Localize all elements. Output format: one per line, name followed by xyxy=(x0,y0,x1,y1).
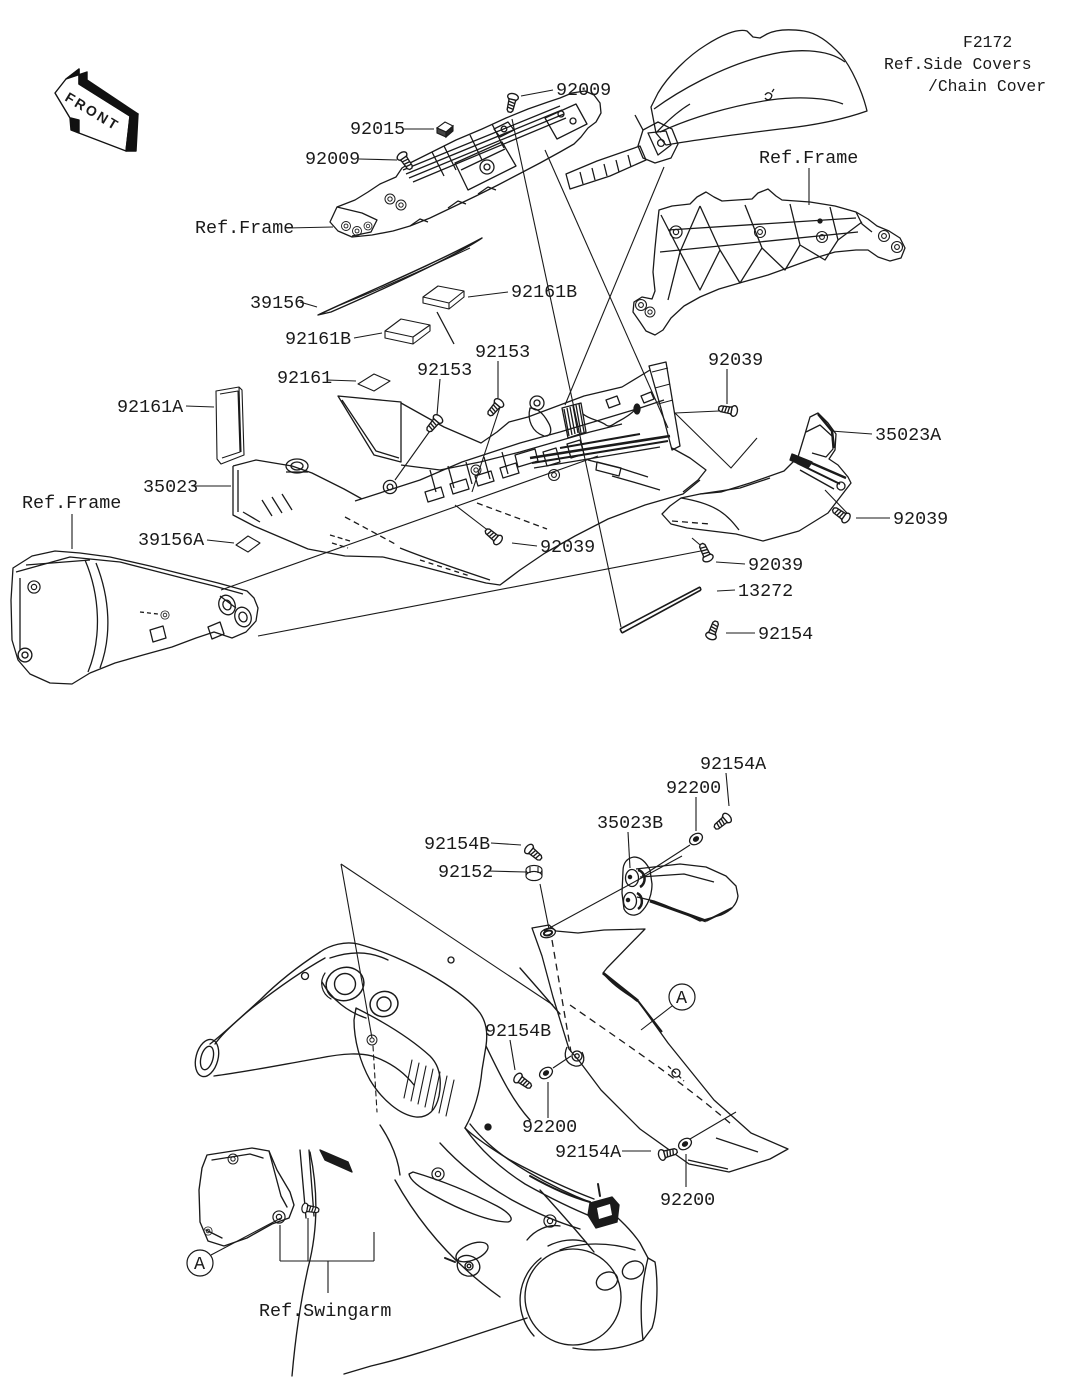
svg-text:A: A xyxy=(194,1254,206,1275)
svg-text:92154A: 92154A xyxy=(700,754,767,775)
svg-text:92039: 92039 xyxy=(708,350,763,371)
svg-text:92154A: 92154A xyxy=(555,1142,622,1163)
svg-text:92039: 92039 xyxy=(748,555,803,576)
svg-text:35023A: 35023A xyxy=(875,425,942,446)
svg-text:92161: 92161 xyxy=(277,368,332,389)
svg-text:Ref.Swingarm: Ref.Swingarm xyxy=(259,1301,391,1322)
svg-text:35023B: 35023B xyxy=(597,813,663,834)
svg-text:Ref.Frame: Ref.Frame xyxy=(22,493,121,514)
svg-text:Ref.Frame: Ref.Frame xyxy=(195,218,294,239)
svg-text:92009: 92009 xyxy=(556,80,611,101)
svg-text:92009: 92009 xyxy=(305,149,360,170)
svg-text:92161B: 92161B xyxy=(285,329,351,350)
svg-text:35023: 35023 xyxy=(143,477,198,498)
svg-text:92200: 92200 xyxy=(660,1190,715,1211)
svg-text:92153: 92153 xyxy=(475,342,530,363)
svg-text:F2172: F2172 xyxy=(963,33,1012,52)
svg-text:A: A xyxy=(676,988,688,1009)
svg-text:92200: 92200 xyxy=(522,1117,577,1138)
svg-text:/Chain Cover: /Chain Cover xyxy=(928,77,1046,96)
svg-text:92152: 92152 xyxy=(438,862,493,883)
svg-text:92153: 92153 xyxy=(417,360,472,381)
svg-text:92039: 92039 xyxy=(540,537,595,558)
svg-text:13272: 13272 xyxy=(738,581,793,602)
svg-text:39156: 39156 xyxy=(250,293,305,314)
svg-text:Ref.Side Covers: Ref.Side Covers xyxy=(884,55,1032,74)
svg-text:92154B: 92154B xyxy=(485,1021,551,1042)
svg-text:92015: 92015 xyxy=(350,119,405,140)
svg-text:39156A: 39156A xyxy=(138,530,205,551)
svg-text:Ref.Frame: Ref.Frame xyxy=(759,148,858,169)
svg-text:92161A: 92161A xyxy=(117,397,184,418)
svg-text:92154B: 92154B xyxy=(424,834,490,855)
svg-text:92161B: 92161B xyxy=(511,282,577,303)
svg-text:92039: 92039 xyxy=(893,509,948,530)
svg-text:92200: 92200 xyxy=(666,778,721,799)
svg-text:92154: 92154 xyxy=(758,624,813,645)
